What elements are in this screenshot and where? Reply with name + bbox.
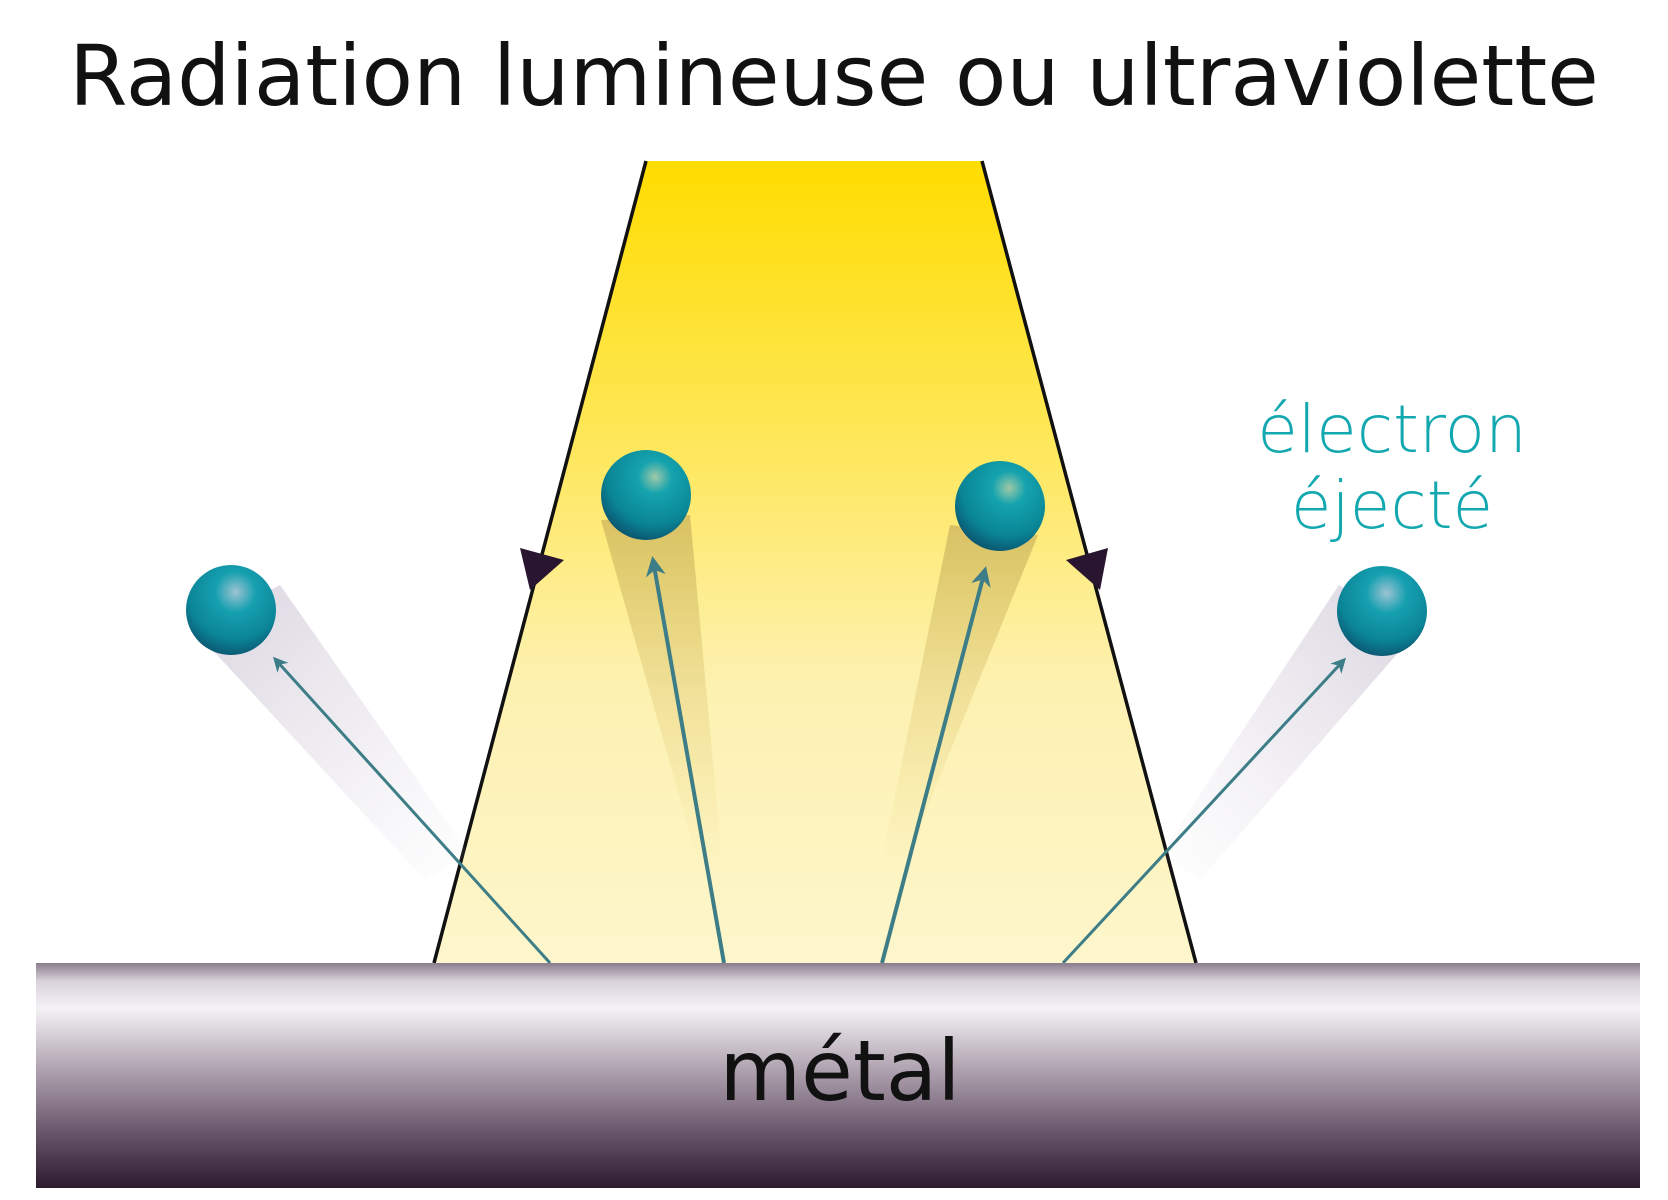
electrons	[186, 450, 1427, 656]
electron-ball-mid-right	[955, 461, 1045, 551]
trail-left-outer	[194, 585, 470, 880]
electron-label-line2: éjecté	[1291, 467, 1493, 544]
beam-fill	[434, 161, 1196, 963]
light-beam	[432, 160, 1198, 964]
electron-label-line1: électron	[1257, 391, 1527, 468]
trail-mid-right	[882, 525, 1038, 870]
metal-bar	[36, 963, 1640, 1188]
electron-ball-right-outer	[1337, 566, 1427, 656]
electron-ball-mid-left	[601, 450, 691, 540]
beam-direction-arrow-right	[1066, 548, 1108, 590]
electron-label: électron éjecté	[1257, 391, 1527, 544]
arrow-right-outer	[1061, 657, 1347, 965]
arrow-mid-left	[645, 556, 726, 964]
beam-direction-arrow-left	[520, 548, 564, 590]
diagram-title: Radiation lumineuse ou ultraviolette	[69, 27, 1599, 125]
electron-ball-left-outer	[186, 565, 276, 655]
arrow-mid-right	[880, 566, 991, 964]
metal-plate: métal	[36, 963, 1640, 1188]
arrow-left-outer	[272, 656, 552, 965]
emission-arrows	[272, 556, 1347, 965]
trail-right-outer	[1160, 585, 1418, 880]
metal-label: métal	[719, 1022, 960, 1120]
